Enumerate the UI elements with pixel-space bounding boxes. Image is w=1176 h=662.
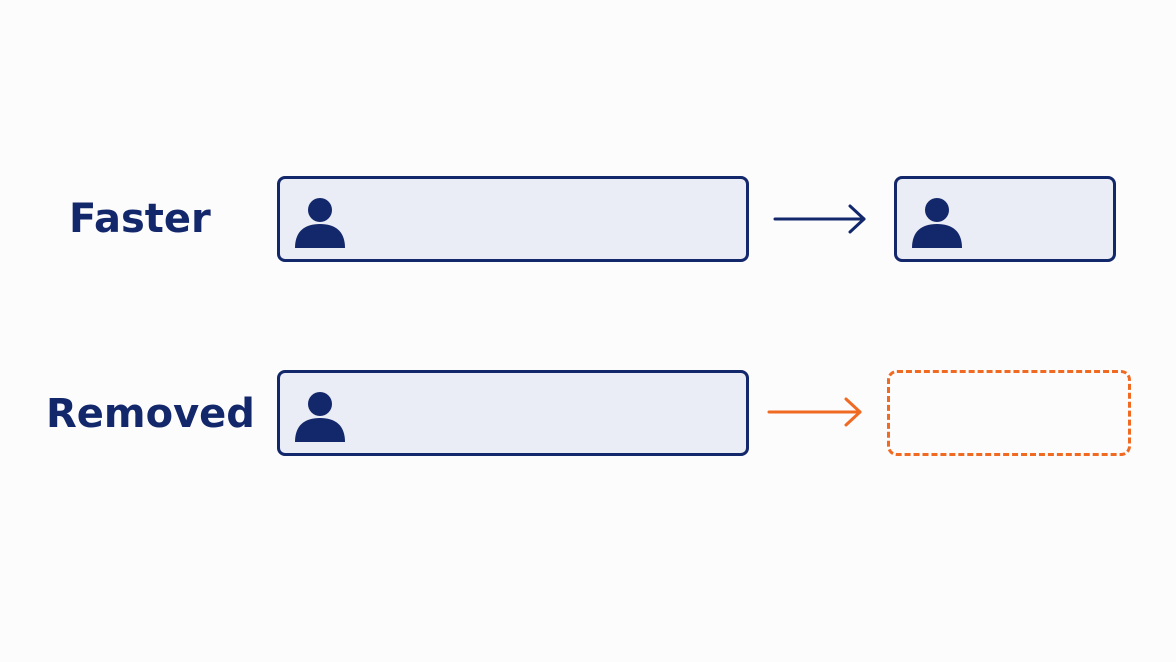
person-icon: [295, 392, 345, 442]
source-bar-removed: [277, 370, 749, 456]
target-bar-faster: [894, 176, 1116, 262]
person-icon: [295, 198, 345, 248]
person-icon: [912, 198, 962, 248]
empty-dashed-placeholder: [887, 370, 1131, 456]
arrow-right-icon: [773, 204, 866, 234]
arrow-right-icon: [767, 397, 862, 427]
row-label-faster: Faster: [69, 196, 211, 242]
row-label-removed: Removed: [46, 391, 255, 437]
source-bar-faster: [277, 176, 749, 262]
